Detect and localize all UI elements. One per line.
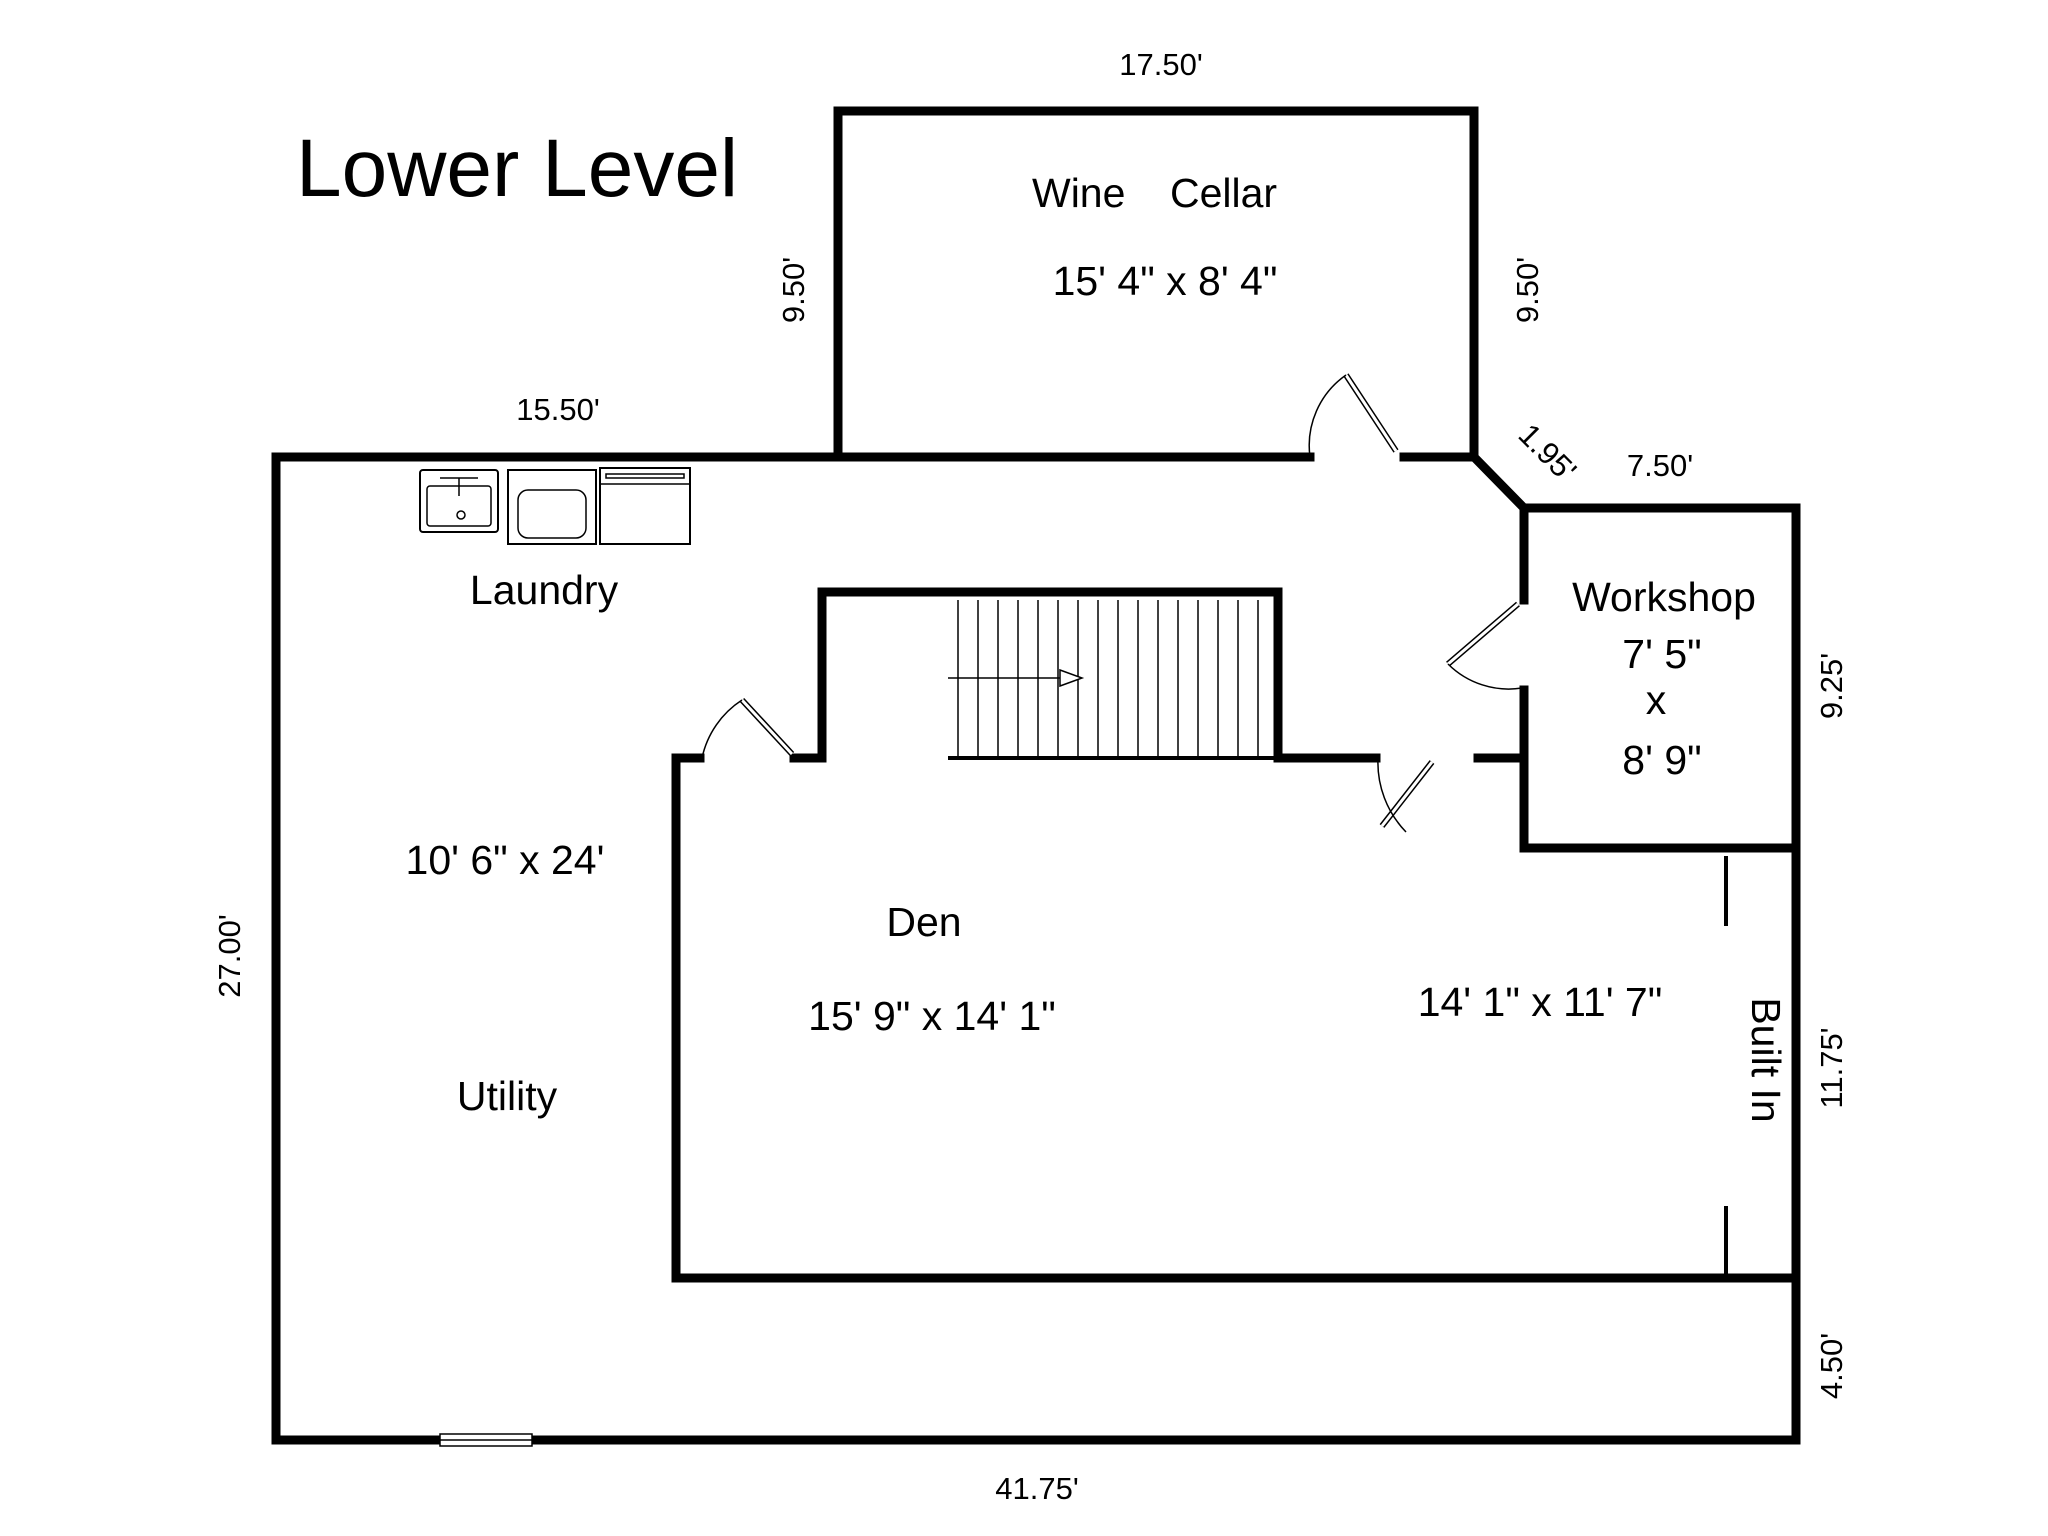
dim-left: 27.00' [212,914,247,998]
dryer-icon [599,467,691,545]
dim-workshop-top: 7.50' [1627,448,1693,483]
den-name: Den [886,899,961,945]
wine-cellar-wall [833,106,1479,462]
workshop-name: Workshop [1572,574,1756,620]
door-swing-icon [701,697,795,759]
dim-diagonal: 1.95' [1512,417,1584,489]
dim-right-mid: 11.75' [1814,1027,1849,1108]
wine-cellar-name-1: Wine [1032,170,1125,216]
dim-upper-left: 15.50' [516,392,600,427]
door-swing-icon [1377,757,1435,833]
wine-cellar-size: 15' 4" x 8' 4" [1053,258,1278,304]
sliding-door-icon [439,1433,533,1447]
door-swing-icon [1446,601,1523,690]
outer-wall-left-bottom [271,452,445,1445]
stair-arrow-icon [1059,668,1085,688]
built-in-label: Built In [1743,997,1789,1122]
stair-enclosure-wall [789,587,1381,763]
dim-right-bottom: 4.50' [1814,1333,1849,1399]
dim-workshop-right: 9.25' [1814,653,1849,719]
den-size: 15' 9" x 14' 1" [808,993,1056,1039]
workshop-outer-wall [1519,503,1801,1445]
utility-name: Utility [457,1073,558,1119]
dim-wine-right: 9.50' [1510,257,1545,323]
den-wall-right-top [1473,753,1529,853]
plan-title: Lower Level [296,123,738,214]
diagonal-wall [1467,450,1531,515]
sink-icon [419,469,499,533]
den-wall-left-bottom [671,753,1801,1283]
laundry-name: Laundry [470,567,619,613]
wine-cellar-name-2: Cellar [1170,170,1277,216]
den-size-2: 14' 1" x 11' 7" [1418,979,1663,1025]
dim-wine-left: 9.50' [776,257,811,323]
door-swing-icon [1308,373,1399,458]
utility-size: 10' 6" x 24' [406,837,605,883]
washer-icon [507,469,597,545]
staircase-icon [948,600,1278,760]
walls [271,106,1801,1445]
workshop-size-line2: x [1646,677,1667,723]
workshop-size-line1: 7' 5" [1622,631,1701,677]
workshop-size-line3: 8' 9" [1622,737,1701,783]
dim-bottom: 41.75' [995,1471,1079,1506]
dim-top: 17.50' [1119,47,1203,82]
